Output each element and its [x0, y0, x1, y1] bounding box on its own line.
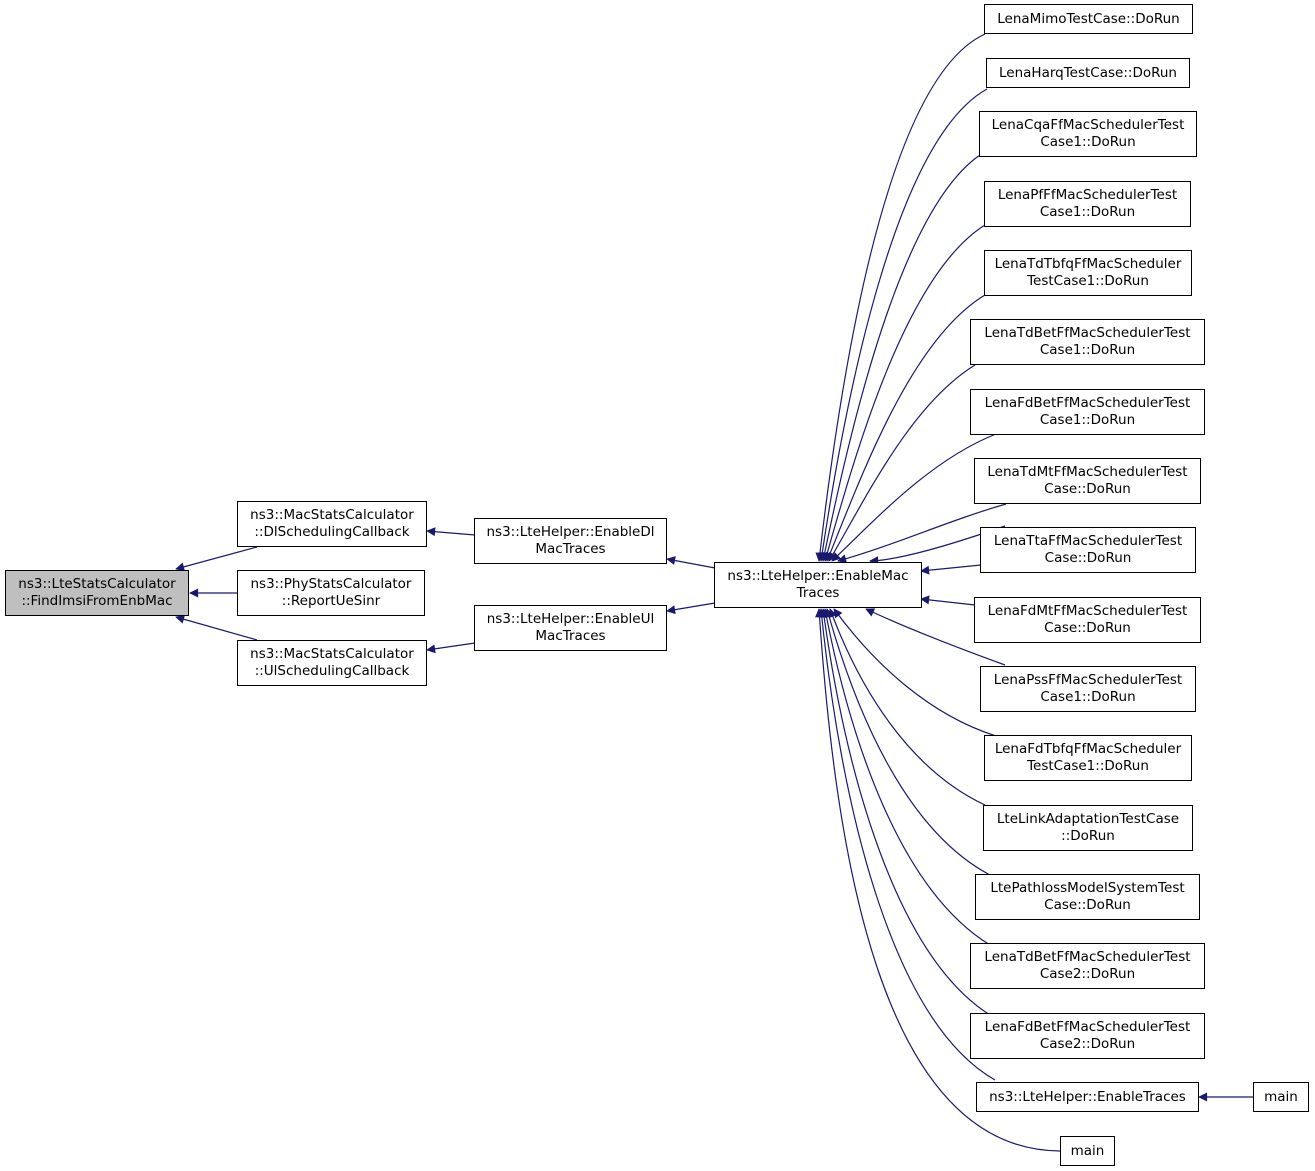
node-lena-mimo-test-case[interactable]: LenaMimoTestCase::DoRun	[984, 4, 1193, 34]
node-label-line-2: Case1::DoRun	[1040, 689, 1136, 705]
edge-enable-traces-to-enable-mac	[817, 608, 996, 1081]
node-label-line-1: LenaCqaFfMacSchedulerTest	[991, 117, 1185, 133]
node-lena-cqa-ff-mac-scheduler-test-case1[interactable]: LenaCqaFfMacSchedulerTest Case1::DoRun	[979, 111, 1197, 157]
node-lena-fd-bet-ff-mac-scheduler-test-case1[interactable]: LenaFdBetFfMacSchedulerTest Case1::DoRun	[970, 389, 1205, 435]
node-label-line-2: Case1::DoRun	[1039, 204, 1136, 220]
node-label-line-2: Case::DoRun	[1044, 620, 1131, 636]
node-label-line-2: ::DoRun	[1061, 828, 1115, 844]
node-label-line-1: LenaHarqTestCase::DoRun	[999, 64, 1177, 81]
node-lena-pf-ff-mac-scheduler-test-case1[interactable]: LenaPfFfMacSchedulerTest Case1::DoRun	[984, 181, 1191, 227]
node-label-line-1: LenaFdBetFfMacSchedulerTest	[984, 395, 1191, 411]
node-lena-fd-bet-ff-mac-scheduler-test-case2[interactable]: LenaFdBetFfMacSchedulerTest Case2::DoRun	[970, 1013, 1205, 1059]
edge-linkadapt-to-enable-mac	[828, 608, 986, 806]
edge-fdbet2-to-enable-mac	[819, 608, 991, 1016]
node-label-line-1: main	[1070, 1142, 1105, 1159]
node-label-line-2: MacTraces	[535, 628, 606, 644]
edge-tdmt-to-enable-mac	[837, 503, 1007, 564]
edge-pss-to-enable-mac	[865, 608, 1006, 666]
node-label-line-1: ns3::LteHelper::EnableTraces	[989, 1088, 1186, 1105]
edge-tta-dorun-to-enable-mac	[920, 564, 982, 575]
node-main-enable-mac-caller[interactable]: main	[1060, 1136, 1115, 1166]
node-label-line-2: MacTraces	[535, 541, 606, 557]
node-label-line-2: ::DlSchedulingCallback	[254, 524, 410, 540]
node-label-line-1: ns3::MacStatsCalculator	[250, 646, 414, 662]
node-lena-td-bet-ff-mac-scheduler-test-case1[interactable]: LenaTdBetFfMacSchedulerTest Case1::DoRun	[970, 319, 1205, 365]
node-label-line-1: main	[1264, 1088, 1298, 1105]
node-label-line-2: Case::DoRun	[1044, 897, 1131, 913]
node-label-line-1: LenaFdTbfqFfMacScheduler	[994, 741, 1182, 757]
node-label-line-1: ns3::LteStatsCalculator	[18, 576, 176, 592]
node-label-line-2: Case2::DoRun	[1039, 966, 1136, 982]
node-label-line-2: TestCase1::DoRun	[1027, 273, 1149, 289]
node-lena-tta-ff-mac-scheduler-test-case[interactable]: LenaTtaFfMacSchedulerTest Case::DoRun	[980, 527, 1196, 573]
node-label-line-1: LenaTdTbfqFfMacScheduler	[994, 256, 1182, 272]
node-label-line-2: ::FindImsiFromEnbMac	[21, 593, 173, 609]
node-phy-stats-report-ue-sinr[interactable]: ns3::PhyStatsCalculator ::ReportUeSinr	[237, 570, 425, 616]
node-label-line-1: LteLinkAdaptationTestCase	[996, 811, 1180, 827]
edge-harq-to-enable-mac	[817, 88, 988, 562]
node-lena-pss-ff-mac-scheduler-test-case1[interactable]: LenaPssFfMacSchedulerTest Case1::DoRun	[980, 666, 1196, 712]
edge-cqa-to-enable-mac	[820, 154, 981, 562]
node-mac-stats-ul-scheduling-callback[interactable]: ns3::MacStatsCalculator ::UlSchedulingCa…	[237, 640, 427, 686]
edge-tdtbfq-to-enable-mac	[825, 294, 986, 562]
node-label-line-1: LenaTdBetFfMacSchedulerTest	[984, 325, 1191, 341]
node-lte-helper-enable-traces[interactable]: ns3::LteHelper::EnableTraces	[976, 1082, 1199, 1112]
node-lena-td-mt-ff-mac-scheduler-test-case[interactable]: LenaTdMtFfMacSchedulerTest Case::DoRun	[974, 458, 1201, 504]
edge-dl-sched-to-root	[175, 546, 258, 572]
node-label-line-2: Case::DoRun	[1044, 481, 1131, 497]
edge-enable-mac-to-enable-ul	[666, 602, 716, 615]
node-label-line-1: ns3::MacStatsCalculator	[250, 507, 414, 523]
edge-main-b-to-enable-mac	[815, 608, 1061, 1152]
node-label-line-1: LenaMimoTestCase::DoRun	[997, 10, 1180, 27]
node-lena-td-bet-ff-mac-scheduler-test-case2[interactable]: LenaTdBetFfMacSchedulerTest Case2::DoRun	[970, 943, 1205, 989]
node-label-line-1: LenaFdMtFfMacSchedulerTest	[987, 603, 1188, 619]
node-label-line-2: ::ReportUeSinr	[281, 593, 381, 609]
node-label-line-1: ns3::LteHelper::EnableDl	[486, 524, 655, 540]
node-label-line-2: Case1::DoRun	[1040, 134, 1136, 150]
node-label-line-2: Case2::DoRun	[1039, 1036, 1136, 1052]
edge-enable-dl-to-dl-sched	[426, 527, 476, 537]
node-label-line-2: Case1::DoRun	[1039, 342, 1136, 358]
node-main-enable-traces-caller[interactable]: main	[1253, 1082, 1309, 1112]
node-label-line-2: ::UlSchedulingCallback	[254, 663, 410, 679]
node-label-line-1: LenaPssFfMacSchedulerTest	[993, 672, 1183, 688]
node-lena-td-tbfq-ff-mac-scheduler-test-case1[interactable]: LenaTdTbfqFfMacScheduler TestCase1::DoRu…	[984, 250, 1192, 296]
node-lte-stats-calculator-find-imsi-from-enb-mac[interactable]: ns3::LteStatsCalculator ::FindImsiFromEn…	[5, 570, 189, 616]
node-label-line-1: ns3::LteHelper::EnableUl	[486, 611, 655, 627]
edge-enable-mac-to-enable-dl	[666, 556, 716, 569]
edge-enable-ul-to-ul-sched	[426, 642, 476, 654]
edge-ul-sched-to-root	[175, 614, 258, 641]
edge-fdmt-to-enable-mac	[920, 595, 976, 606]
node-label-line-1: LenaTdBetFfMacSchedulerTest	[984, 949, 1191, 965]
node-label-line-2: TestCase1::DoRun	[1027, 758, 1149, 774]
node-label-line-1: LenaTtaFfMacSchedulerTest	[993, 533, 1183, 549]
edge-tdbet2-to-enable-mac	[822, 608, 991, 946]
node-label-line-1: LenaTdMtFfMacSchedulerTest	[987, 464, 1188, 480]
node-lte-link-adaptation-test-case[interactable]: LteLinkAdaptationTestCase ::DoRun	[983, 805, 1193, 851]
node-label-line-1: LenaPfFfMacSchedulerTest	[997, 187, 1178, 203]
node-lte-helper-enable-mac-traces[interactable]: ns3::LteHelper::EnableMac Traces	[714, 562, 922, 608]
node-lte-helper-enable-dl-mac-traces[interactable]: ns3::LteHelper::EnableDl MacTraces	[474, 518, 667, 564]
node-lena-fd-mt-ff-mac-scheduler-test-case[interactable]: LenaFdMtFfMacSchedulerTest Case::DoRun	[974, 597, 1201, 643]
node-lte-helper-enable-ul-mac-traces[interactable]: ns3::LteHelper::EnableUl MacTraces	[474, 605, 667, 651]
node-lte-pathloss-model-system-test-case[interactable]: LtePathlossModelSystemTest Case::DoRun	[975, 874, 1200, 920]
edge-pathloss-to-enable-mac	[824, 608, 991, 876]
node-label-line-1: ns3::LteHelper::EnableMac	[727, 568, 909, 584]
node-lena-fd-tbfq-ff-mac-scheduler-test-case1[interactable]: LenaFdTbfqFfMacScheduler TestCase1::DoRu…	[984, 735, 1192, 781]
node-label-line-2: Traces	[796, 585, 840, 601]
edge-mimo-to-enable-mac	[815, 33, 986, 562]
edge-fdtbfq-to-enable-mac	[833, 608, 997, 737]
node-label-line-1: LenaFdBetFfMacSchedulerTest	[984, 1019, 1191, 1035]
edge-fdbet1-to-enable-mac	[831, 433, 997, 562]
node-label-line-2: Case1::DoRun	[1039, 412, 1136, 428]
node-label-line-2: Case::DoRun	[1044, 550, 1132, 566]
node-label-line-1: ns3::PhyStatsCalculator	[250, 576, 412, 592]
node-lena-harq-test-case[interactable]: LenaHarqTestCase::DoRun	[986, 58, 1190, 88]
edge-tdbet1-to-enable-mac	[828, 364, 976, 562]
node-label-line-1: LtePathlossModelSystemTest	[990, 880, 1185, 896]
node-mac-stats-dl-scheduling-callback[interactable]: ns3::MacStatsCalculator ::DlSchedulingCa…	[237, 501, 427, 547]
edge-pf-to-enable-mac	[822, 224, 986, 562]
